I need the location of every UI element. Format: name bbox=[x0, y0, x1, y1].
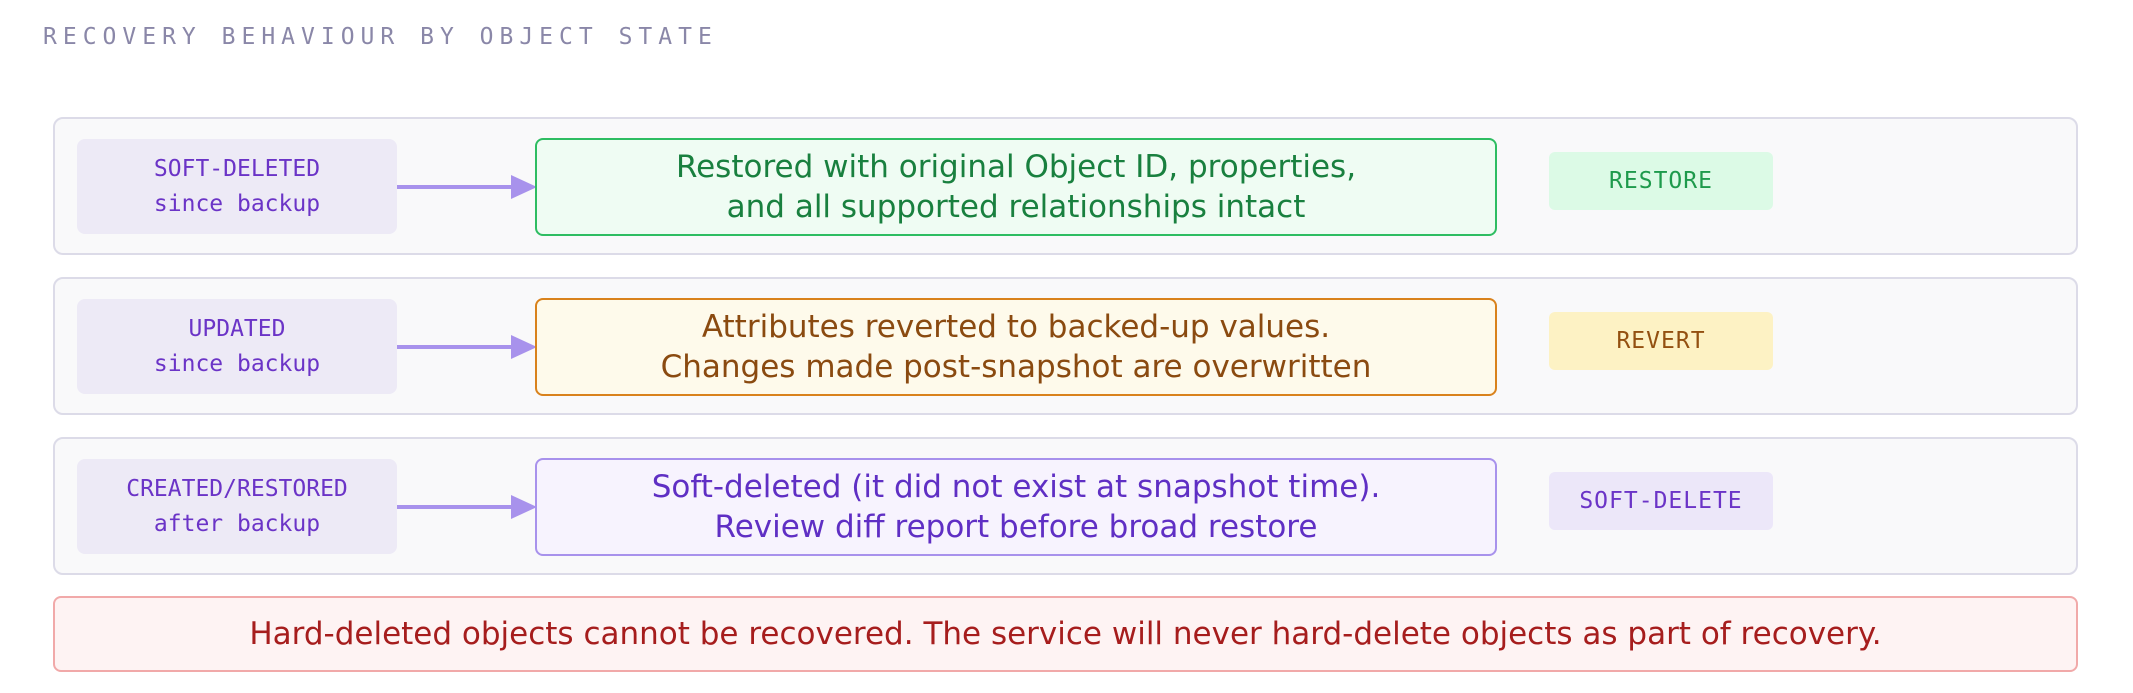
object-state-label: UPDATED bbox=[188, 315, 286, 342]
state-row-soft-deleted: SOFT-DELETED since backup Restored with … bbox=[53, 117, 2078, 255]
outcome-box: Soft-deleted (it did not exist at snapsh… bbox=[535, 458, 1497, 556]
object-state-qualifier: since backup bbox=[153, 190, 321, 217]
arrow-right-icon bbox=[397, 495, 537, 519]
state-row-updated: UPDATED since backup Attributes reverted… bbox=[53, 277, 2078, 415]
object-state-box: SOFT-DELETED since backup bbox=[77, 139, 397, 234]
object-state-label: CREATED/RESTORED bbox=[126, 475, 348, 502]
object-state-box: UPDATED since backup bbox=[77, 299, 397, 394]
outcome-text-line: Attributes reverted to backed-up values. bbox=[701, 309, 1331, 345]
object-state-label: SOFT-DELETED bbox=[153, 155, 321, 182]
action-tag-revert: REVERT bbox=[1549, 312, 1773, 370]
outcome-box: Restored with original Object ID, proper… bbox=[535, 138, 1497, 236]
outcome-text-line: Review diff report before broad restore bbox=[714, 509, 1318, 545]
outcome-box: Attributes reverted to backed-up values.… bbox=[535, 298, 1497, 396]
diagram-title: RECOVERY BEHAVIOUR BY OBJECT STATE bbox=[43, 24, 718, 50]
action-tag-soft-delete: SOFT-DELETE bbox=[1549, 472, 1773, 530]
hard-delete-warning: Hard-deleted objects cannot be recovered… bbox=[53, 596, 2078, 672]
object-state-qualifier: since backup bbox=[153, 350, 321, 377]
arrow-right-icon bbox=[397, 175, 537, 199]
action-tag-restore: RESTORE bbox=[1549, 152, 1773, 210]
outcome-text-line: and all supported relationships intact bbox=[726, 189, 1306, 225]
outcome-text-line: Changes made post-snapshot are overwritt… bbox=[660, 349, 1372, 385]
outcome-text-line: Restored with original Object ID, proper… bbox=[675, 149, 1357, 185]
object-state-box: CREATED/RESTORED after backup bbox=[77, 459, 397, 554]
arrow-right-icon bbox=[397, 335, 537, 359]
outcome-text-line: Soft-deleted (it did not exist at snapsh… bbox=[651, 469, 1381, 505]
state-row-created-restored: CREATED/RESTORED after backup Soft-delet… bbox=[53, 437, 2078, 575]
object-state-qualifier: after backup bbox=[153, 510, 321, 537]
